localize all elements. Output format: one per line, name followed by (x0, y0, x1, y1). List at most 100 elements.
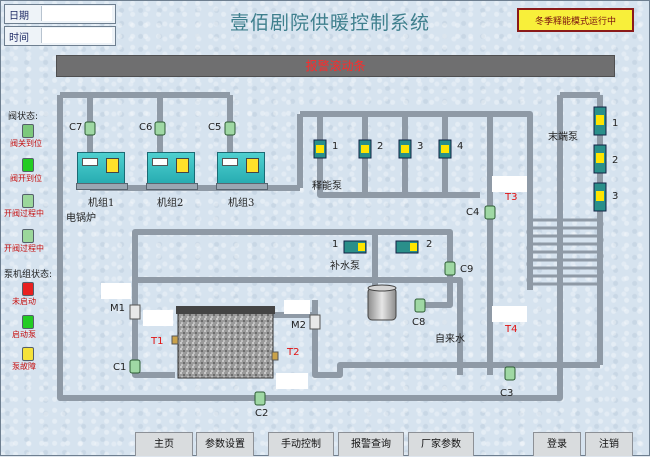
legend-label-pump-fault: 泵故障 (12, 362, 36, 371)
boiler-unit-2[interactable] (146, 152, 198, 190)
valve-m1[interactable] (129, 304, 141, 320)
valves (84, 121, 516, 406)
legend-lamp-pump-fault (22, 347, 34, 361)
valve-m1-label: M1 (110, 303, 125, 314)
terminal-pumps (593, 106, 607, 212)
valve-c8[interactable] (414, 298, 426, 313)
t2-sensor-icon (271, 351, 279, 361)
date-field: 日期 (4, 4, 116, 24)
terminal-pump-1-number: 1 (612, 118, 619, 129)
legend-lamp-valve-open (22, 158, 34, 172)
temp-t1-label: T1 (151, 336, 164, 347)
valve-c8-label: C8 (412, 317, 426, 328)
makeup-pump-2[interactable] (395, 240, 419, 254)
t3-value-box (492, 176, 527, 192)
page-title: 壹佰剧院供暖控制系统 (230, 12, 431, 34)
nav-settings-button[interactable]: 参数设置 (196, 432, 254, 456)
valve-c3[interactable] (504, 366, 516, 381)
boiler-2-label: 机组2 (157, 198, 184, 209)
t1-value-box (143, 310, 173, 326)
legend-label-pump-stopped: 未启动 (12, 297, 36, 306)
temp-t2-label: T2 (287, 347, 300, 358)
legend-label-valve-opening-2: 开阀过程中 (4, 244, 44, 253)
release-pump-3[interactable] (398, 139, 412, 159)
logout-button[interactable]: 注销 (585, 432, 633, 456)
storage-tank (177, 307, 274, 379)
valve-c6-label: C6 (139, 122, 153, 133)
temp-t4-label: T4 (505, 324, 518, 335)
legend-label-valve-closed: 阀关到位 (10, 139, 42, 148)
valve-c7-label: C7 (69, 122, 83, 133)
release-pump-4-number: 4 (457, 141, 464, 152)
release-pump-2[interactable] (358, 139, 372, 159)
makeup-tank-top (367, 284, 397, 292)
valve-status-title: 阀状态: (8, 112, 39, 122)
t4-value-box (492, 306, 527, 322)
time-value (41, 28, 112, 43)
temp-t3-label: T3 (505, 192, 518, 203)
valve-c5-label: C5 (208, 122, 222, 133)
nav-alarm-query-button[interactable]: 报警查询 (338, 432, 404, 456)
boiler-unit-3[interactable] (216, 152, 268, 190)
valve-c1[interactable] (129, 359, 141, 374)
valve-c9-label: C9 (460, 264, 474, 275)
alarm-ticker: 报警滚动条 (56, 55, 615, 77)
boiler-group-label: 电锅炉 (66, 213, 96, 224)
legend-lamp-pump-stopped (22, 282, 34, 296)
legend-label-valve-opening: 开阀过程中 (4, 209, 44, 218)
terminal-pump-1[interactable] (593, 106, 607, 136)
nav-manual-control-button[interactable]: 手动控制 (268, 432, 334, 456)
valve-c2-label: C2 (255, 408, 269, 419)
boiler-unit-1[interactable] (76, 152, 128, 190)
valve-c1-label: C1 (113, 362, 127, 373)
terminal-pump-2[interactable] (593, 144, 607, 174)
terminal-pump-3[interactable] (593, 182, 607, 212)
makeup-tank (367, 287, 397, 321)
valve-c6[interactable] (154, 121, 166, 136)
makeup-pumps (343, 240, 419, 254)
valve-c7[interactable] (84, 121, 96, 136)
release-pump-4[interactable] (438, 139, 452, 159)
pump-status-title: 泵机组状态: (4, 270, 53, 280)
t2-value-box (276, 373, 308, 389)
makeup-pump-1-number: 1 (332, 239, 339, 250)
valve-c4-label: C4 (466, 207, 480, 218)
valve-c3-label: C3 (500, 388, 514, 399)
legend-lamp-valve-opening (22, 194, 34, 208)
terminal-coil (526, 218, 604, 286)
valve-c5[interactable] (224, 121, 236, 136)
time-field: 时间 (4, 26, 116, 46)
t1-sensor-icon (171, 335, 179, 345)
m2-value-box (284, 300, 310, 314)
release-pump-3-number: 3 (417, 141, 424, 152)
valve-c9[interactable] (444, 261, 456, 276)
boiler-1-label: 机组1 (88, 198, 115, 209)
mode-status-badge: 冬季释能模式运行中 (517, 8, 634, 32)
nav-factory-params-button[interactable]: 厂家参数 (408, 432, 474, 456)
release-pump-1[interactable] (313, 139, 327, 159)
date-label: 日期 (9, 11, 29, 22)
nav-home-button[interactable]: 主页 (135, 432, 193, 456)
legend-lamp-valve-opening-2 (22, 229, 34, 243)
boiler-3-label: 机组3 (228, 198, 255, 209)
makeup-pump-1[interactable] (343, 240, 367, 254)
terminal-pump-label: 末端泵 (548, 132, 578, 143)
legend-lamp-valve-closed (22, 124, 34, 138)
release-pump-label: 释能泵 (312, 181, 342, 192)
release-pump-2-number: 2 (377, 141, 384, 152)
login-button[interactable]: 登录 (533, 432, 581, 456)
terminal-pump-3-number: 3 (612, 191, 619, 202)
valve-c2[interactable] (254, 391, 266, 406)
date-value (41, 6, 112, 21)
tap-water-label: 自来水 (435, 334, 465, 345)
storage-tank-lid (176, 306, 275, 314)
pipe-network (57, 92, 603, 401)
legend-label-valve-open: 阀开到位 (10, 174, 42, 183)
time-label: 时间 (9, 33, 29, 44)
valve-m2[interactable] (309, 314, 321, 330)
legend-label-pump-running: 启动泵 (12, 330, 36, 339)
m1-value-box (101, 283, 131, 299)
valve-c4[interactable] (484, 205, 496, 220)
